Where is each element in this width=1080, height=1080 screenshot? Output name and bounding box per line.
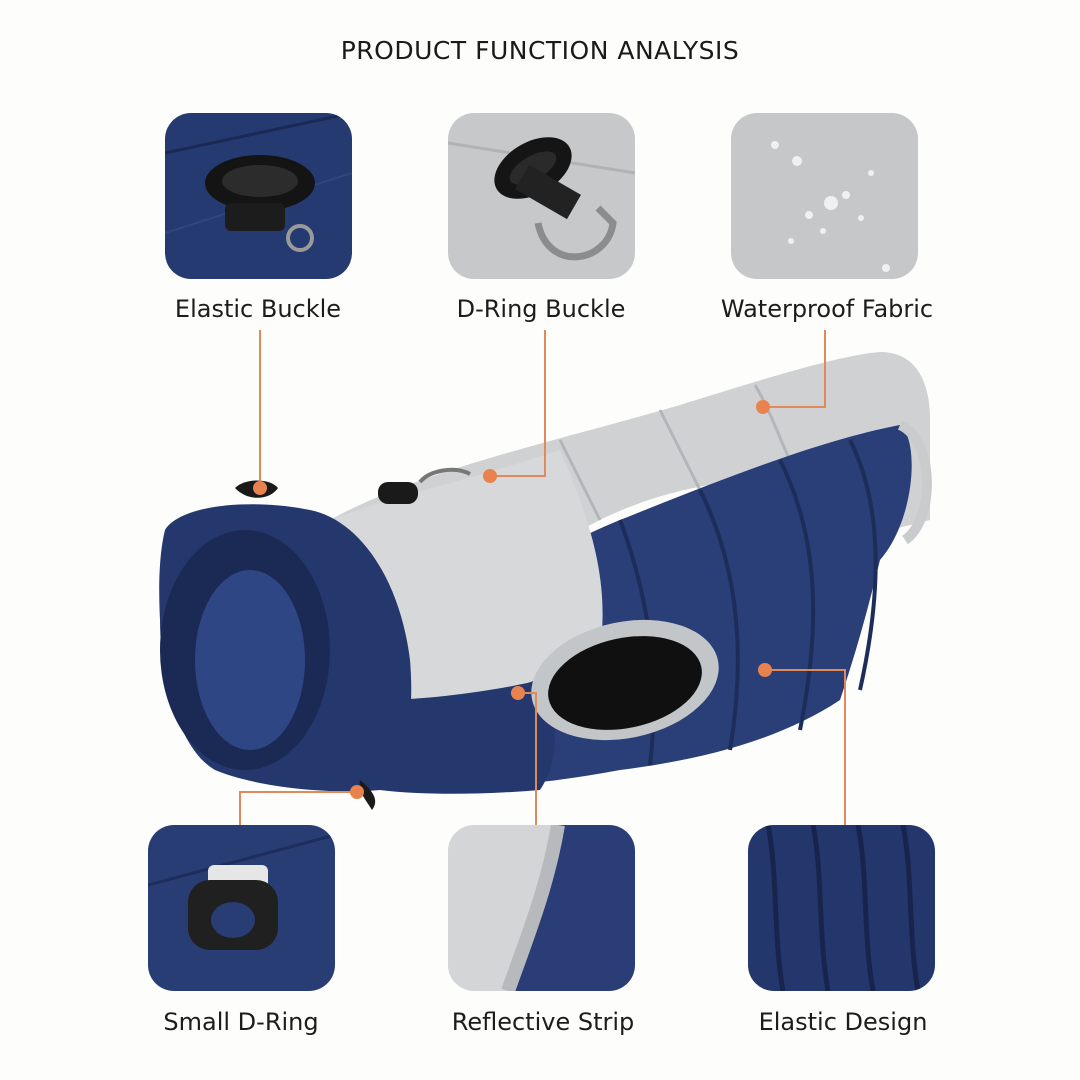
reflective-strip-thumbnail	[448, 825, 635, 991]
elastic-buckle-thumbnail	[165, 113, 352, 279]
waterproof-fabric-thumbnail	[731, 113, 918, 279]
reflective-strip-label: Reflective Strip	[451, 1008, 635, 1036]
elastic-design-thumbnail	[748, 825, 935, 991]
elastic-buckle-label: Elastic Buckle	[174, 295, 342, 323]
page-title: PRODUCT FUNCTION ANALYSIS	[340, 36, 740, 65]
small-d-ring-thumbnail	[148, 825, 335, 991]
waterproof-fabric-label: Waterproof Fabric	[720, 295, 934, 323]
elastic-design-label: Elastic Design	[758, 1008, 928, 1036]
d-ring-buckle-thumbnail	[448, 113, 635, 279]
d-ring-buckle-label: D-Ring Buckle	[456, 295, 626, 323]
small-d-ring-label: Small D-Ring	[163, 1008, 319, 1036]
